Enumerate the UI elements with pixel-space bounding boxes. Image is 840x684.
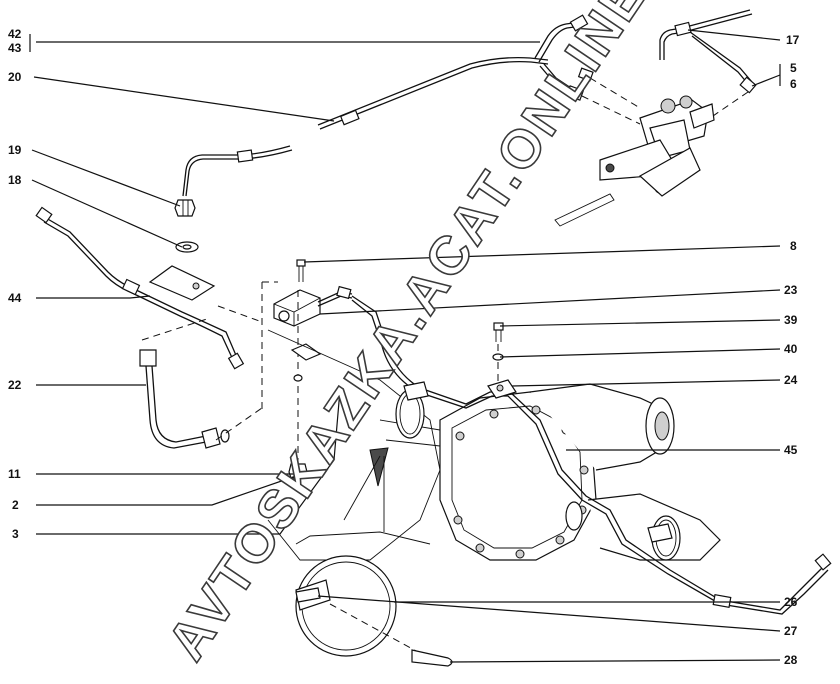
callout-labels: 42 43 20 19 18 44 22 11 2 3 17 5 6 8 23 … (8, 27, 800, 667)
axle-brake-tube (351, 295, 832, 615)
pressure-regulator-assembly (554, 9, 757, 227)
assembly-boundary-line (261, 281, 278, 410)
callout-2: 2 (12, 498, 19, 512)
brake-tube-42-43 (534, 14, 641, 125)
callout-45: 45 (784, 443, 798, 457)
band-strap-26 (295, 455, 431, 657)
washer-small (293, 374, 303, 382)
brake-tube-20 (182, 56, 549, 197)
guide-line-22 (215, 407, 263, 441)
callout-39: 39 (784, 313, 798, 327)
callout-44: 44 (8, 291, 22, 305)
callout-42: 42 (8, 27, 22, 41)
washer-18 (175, 241, 199, 253)
tube-clamp-24 (487, 379, 517, 399)
callout-28: 28 (784, 653, 798, 667)
callout-19: 19 (8, 143, 22, 157)
callout-22: 22 (8, 378, 22, 392)
callout-3: 3 (12, 527, 19, 541)
bracket-plate (148, 265, 216, 301)
callout-43: 43 (8, 41, 22, 55)
bolt-8 (296, 259, 306, 282)
pipe-band-clamp-right (647, 515, 681, 561)
tee-block-23 (273, 285, 353, 327)
callout-24: 24 (784, 373, 798, 387)
guide-line-44 (217, 305, 263, 323)
callout-23: 23 (784, 283, 798, 297)
callout-8: 8 (790, 239, 797, 253)
callout-40: 40 (784, 342, 798, 356)
callout-5: 5 (790, 61, 797, 75)
brake-hose-22 (139, 317, 230, 449)
brake-tube-44 (35, 206, 245, 370)
clamp-bolt-27 (295, 587, 321, 603)
watermark-text: AVTOSKAZKA.ACAT.ONLINE (156, 0, 659, 671)
pipe-band-clamp-left (395, 381, 429, 439)
tube-nut-19 (174, 199, 196, 217)
callout-26: 26 (784, 595, 798, 609)
callout-11: 11 (8, 467, 21, 481)
callout-20: 20 (8, 70, 22, 84)
callout-6: 6 (790, 77, 797, 91)
callout-17: 17 (786, 33, 800, 47)
leader-lines (29, 29, 781, 663)
plate-under-tee (290, 343, 322, 361)
rear-axle-housing-45 (267, 329, 721, 561)
callout-18: 18 (8, 173, 22, 187)
callout-27: 27 (784, 624, 798, 638)
